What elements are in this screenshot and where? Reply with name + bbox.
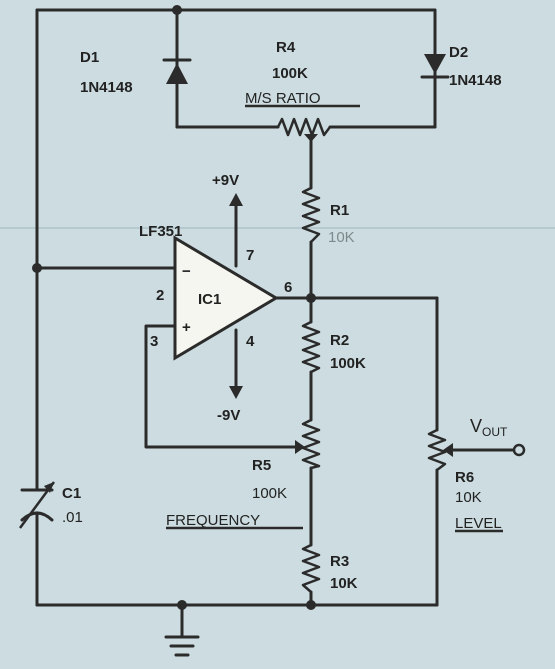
- r1-resistor: [301, 186, 321, 243]
- r5-function: FREQUENCY: [166, 512, 260, 529]
- r3-value: 10K: [330, 575, 358, 592]
- minus-supply-label: -9V: [217, 407, 240, 424]
- d1-ref: D1: [80, 49, 99, 66]
- diode-d2-symbol: [420, 54, 450, 79]
- vout-sub: OUT: [482, 425, 508, 439]
- wires: [35, 8, 516, 638]
- c1-variable-capacitor: [18, 481, 56, 529]
- pin-2-label: 2: [156, 287, 164, 304]
- vout-label: VOUT: [470, 416, 508, 439]
- opamp-plus: +: [182, 319, 191, 336]
- r6-potentiometer: [427, 428, 453, 471]
- r4-ref: R4: [276, 39, 296, 56]
- r3-resistor: [301, 543, 321, 593]
- minus-supply-arrow: [229, 386, 243, 399]
- plus-supply-label: +9V: [212, 172, 239, 189]
- c1-value: .01: [62, 509, 83, 526]
- r5-value: 100K: [252, 485, 287, 502]
- junction-dots: [32, 5, 316, 610]
- r1-ref: R1: [330, 202, 349, 219]
- r2-resistor: [301, 320, 321, 374]
- pin-3-label: 3: [150, 333, 158, 350]
- r4-function: M/S RATIO: [245, 90, 321, 107]
- opamp-ic1: [173, 235, 279, 361]
- r6-function: LEVEL: [455, 515, 502, 532]
- opamp-minus: −: [182, 263, 191, 280]
- r2-ref: R2: [330, 332, 349, 349]
- r6-value: 10K: [455, 489, 482, 506]
- r5-potentiometer: [295, 418, 321, 470]
- d2-ref: D2: [449, 44, 468, 61]
- ground-icon: [164, 635, 200, 657]
- opamp-ref: IC1: [198, 291, 221, 308]
- r3-ref: R3: [330, 553, 349, 570]
- d1-part: 1N4148: [80, 79, 133, 96]
- plus-supply-arrow: [229, 193, 243, 206]
- pin-4-label: 4: [246, 333, 255, 350]
- diode-d1-symbol: [162, 58, 192, 84]
- pin-7-label: 7: [246, 247, 254, 264]
- pin-6-label: 6: [284, 279, 292, 296]
- r4-value: 100K: [272, 65, 308, 82]
- r1-value-faint: 10K: [328, 229, 355, 246]
- r6-ref: R6: [455, 469, 474, 486]
- vout-terminal: [512, 443, 526, 457]
- vout-main: V: [470, 416, 482, 436]
- r2-value: 100K: [330, 355, 366, 372]
- opamp-part: LF351: [139, 223, 182, 240]
- c1-ref: C1: [62, 485, 81, 502]
- r5-ref: R5: [252, 457, 271, 474]
- r4-potentiometer: [276, 117, 331, 142]
- d2-part: 1N4148: [449, 72, 502, 89]
